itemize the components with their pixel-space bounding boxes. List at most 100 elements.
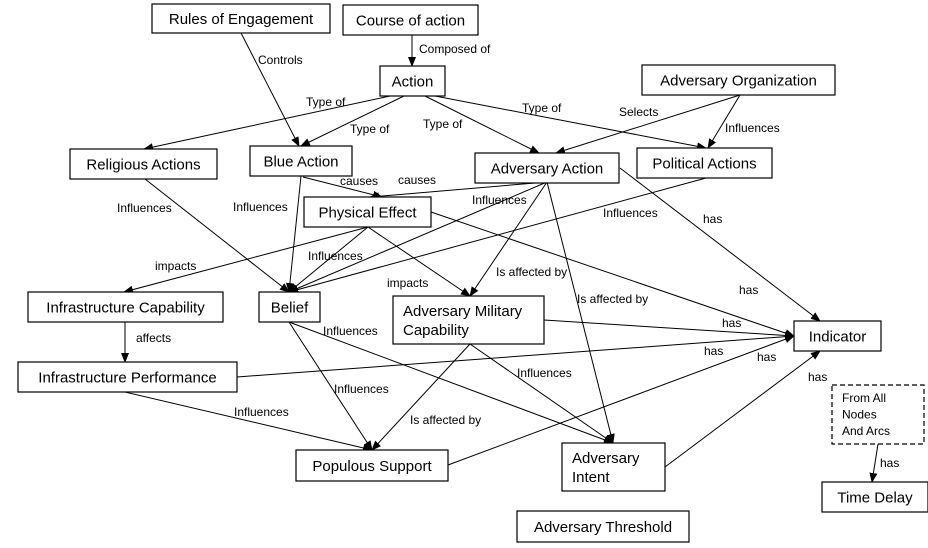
node-label: Religious Actions <box>86 156 200 173</box>
node-label: Adversary Threshold <box>534 519 672 536</box>
edge-arrow-blue-to-belief <box>285 175 302 293</box>
node-infra-cap: Infrastructure Capability <box>27 291 224 323</box>
edge-arrow-physical-to-infra_cap <box>123 226 369 294</box>
node-label: Infrastructure Capability <box>46 299 205 316</box>
edge-label-action-to-blue: Type of <box>350 122 390 136</box>
edge-arrow-religious-to-belief <box>144 178 290 293</box>
edge-label-belief-to-adv_intent: Influences <box>323 324 378 338</box>
edge-label-action-to-religious: Type of <box>306 95 346 109</box>
node-course: Course of action <box>342 4 479 36</box>
node-indicator: Indicator <box>793 320 882 352</box>
edge-arrow-infra_perf-to-populous <box>124 391 373 452</box>
node-label: Action <box>392 73 434 90</box>
edge-arrow-physical-to-belief <box>288 226 369 293</box>
edge-arrow-adv_mil-to-adv_intent <box>469 343 614 444</box>
node-label: Rules of Engagement <box>169 11 314 28</box>
edge-label-adv_action-to-indicator: has <box>703 212 722 226</box>
edge-label-infra_perf-to-populous: Influences <box>234 405 289 419</box>
node-box <box>27 291 224 323</box>
node-box <box>821 481 928 513</box>
node-label: Adversary <box>572 450 640 467</box>
node-label: Course of action <box>356 12 465 29</box>
edge-label-adv_action-to-adv_intent: Is affected by <box>577 292 648 306</box>
node-political: Political Actions <box>636 147 773 179</box>
edge-label-belief-to-populous: Influences <box>334 382 389 396</box>
node-box <box>474 152 620 184</box>
node-belief: Belief <box>258 291 321 323</box>
nodes: Rules of Engagement Course of actionActio… <box>17 3 928 543</box>
node-box <box>831 384 925 445</box>
node-label: Adversary Military <box>403 303 523 320</box>
edge-arrow-from_all-to-time_delay <box>869 443 879 483</box>
node-label: Political Actions <box>652 155 756 172</box>
edge-arrow-blue-to-physical <box>302 176 383 199</box>
node-label: Intent <box>572 469 610 486</box>
edge-label-adv_action-to-belief: Influences <box>472 193 527 207</box>
edge-label-adv_mil-to-adv_intent: Influences <box>517 366 572 380</box>
edge-arrow-action-to-blue <box>300 95 405 147</box>
edge-label-religious-to-belief: Influences <box>117 201 172 215</box>
node-physical: Physical Effect <box>303 196 432 228</box>
node-label: Physical Effect <box>318 204 417 221</box>
edge-label-physical-to-infra_cap: impacts <box>155 259 196 273</box>
node-box <box>295 449 449 482</box>
node-box <box>379 65 446 97</box>
node-box <box>151 3 331 34</box>
node-populous: Populous Support <box>295 449 449 482</box>
edge-label-adv_mil-to-populous: Is affected by <box>410 413 481 427</box>
edge-arrow-adv_action-to-indicator <box>619 167 821 322</box>
node-box <box>69 148 218 180</box>
node-rules: Rules of Engagement <box>151 3 331 34</box>
edge-label-action-to-political: Type of <box>522 101 562 115</box>
edge-arrow-adv_org-to-political <box>707 94 741 149</box>
node-box <box>561 442 666 492</box>
edge-arrow-physical-to-indicator <box>430 211 795 337</box>
edge-arrow-adv_action-to-physical <box>369 181 548 201</box>
node-box <box>636 147 773 179</box>
node-infra-perf: Infrastructure Performance <box>17 361 238 393</box>
node-box <box>342 4 479 36</box>
edge-label-physical-to-belief: Influences <box>308 249 363 263</box>
edge-label-adv_mil-to-indicator: has <box>722 316 741 330</box>
node-label: From All <box>842 391 886 405</box>
node-label: Populous Support <box>312 458 432 475</box>
node-label: Infrastructure Performance <box>38 369 216 386</box>
node-adv-org: Adversary Organization <box>641 64 836 96</box>
node-label: Indicator <box>809 328 867 345</box>
edge-arrow-populous-to-indicator <box>447 335 795 466</box>
edge-arrow-action-to-political <box>434 95 707 151</box>
edge-arrow-action-to-religious <box>143 95 391 152</box>
node-time-delay: Time Delay <box>821 481 928 513</box>
edge-arrow-adv_mil-to-populous <box>371 343 471 451</box>
node-label: Belief <box>271 299 309 316</box>
node-label: Adversary Organization <box>660 72 817 89</box>
node-box <box>258 291 321 323</box>
node-label: Adversary Action <box>491 160 604 177</box>
edge-label-action-to-adv_action: Type of <box>423 117 463 131</box>
edge-arrow-belief-to-populous <box>288 321 373 451</box>
edge-arrow-adv_action-to-adv_intent <box>546 181 615 444</box>
edge-label-from_all-to-time_delay: has <box>880 456 899 470</box>
node-label: Nodes <box>842 408 877 422</box>
edge-label-adv_org-to-political: Influences <box>725 121 780 135</box>
edge-arrow-infra_perf-to-indicator <box>236 332 795 378</box>
edge-label-blue-to-belief: Influences <box>233 200 288 214</box>
edge-arrow-adv_intent-to-indicator <box>664 350 821 468</box>
edge-arrow-adv_mil-to-indicator <box>543 319 795 340</box>
edge-arrow-adv_org-to-adv_action <box>555 94 741 155</box>
edge-arrow-action-to-adv_action <box>424 95 540 154</box>
edge-label-physical-to-indicator: has <box>739 283 758 297</box>
node-action: Action <box>379 65 446 97</box>
node-label: And Arcs <box>842 424 890 438</box>
edge-label-physical-to-adv_mil: impacts <box>387 276 428 290</box>
node-adv-threshold: Adversary Threshold <box>516 510 690 543</box>
edge-arrow-rules-to-blue <box>240 32 300 147</box>
edge-label-political-to-belief: Influences <box>603 206 658 220</box>
edge-arrow-adv_action-to-belief <box>288 181 548 293</box>
node-religious: Religious Actions <box>69 148 218 180</box>
